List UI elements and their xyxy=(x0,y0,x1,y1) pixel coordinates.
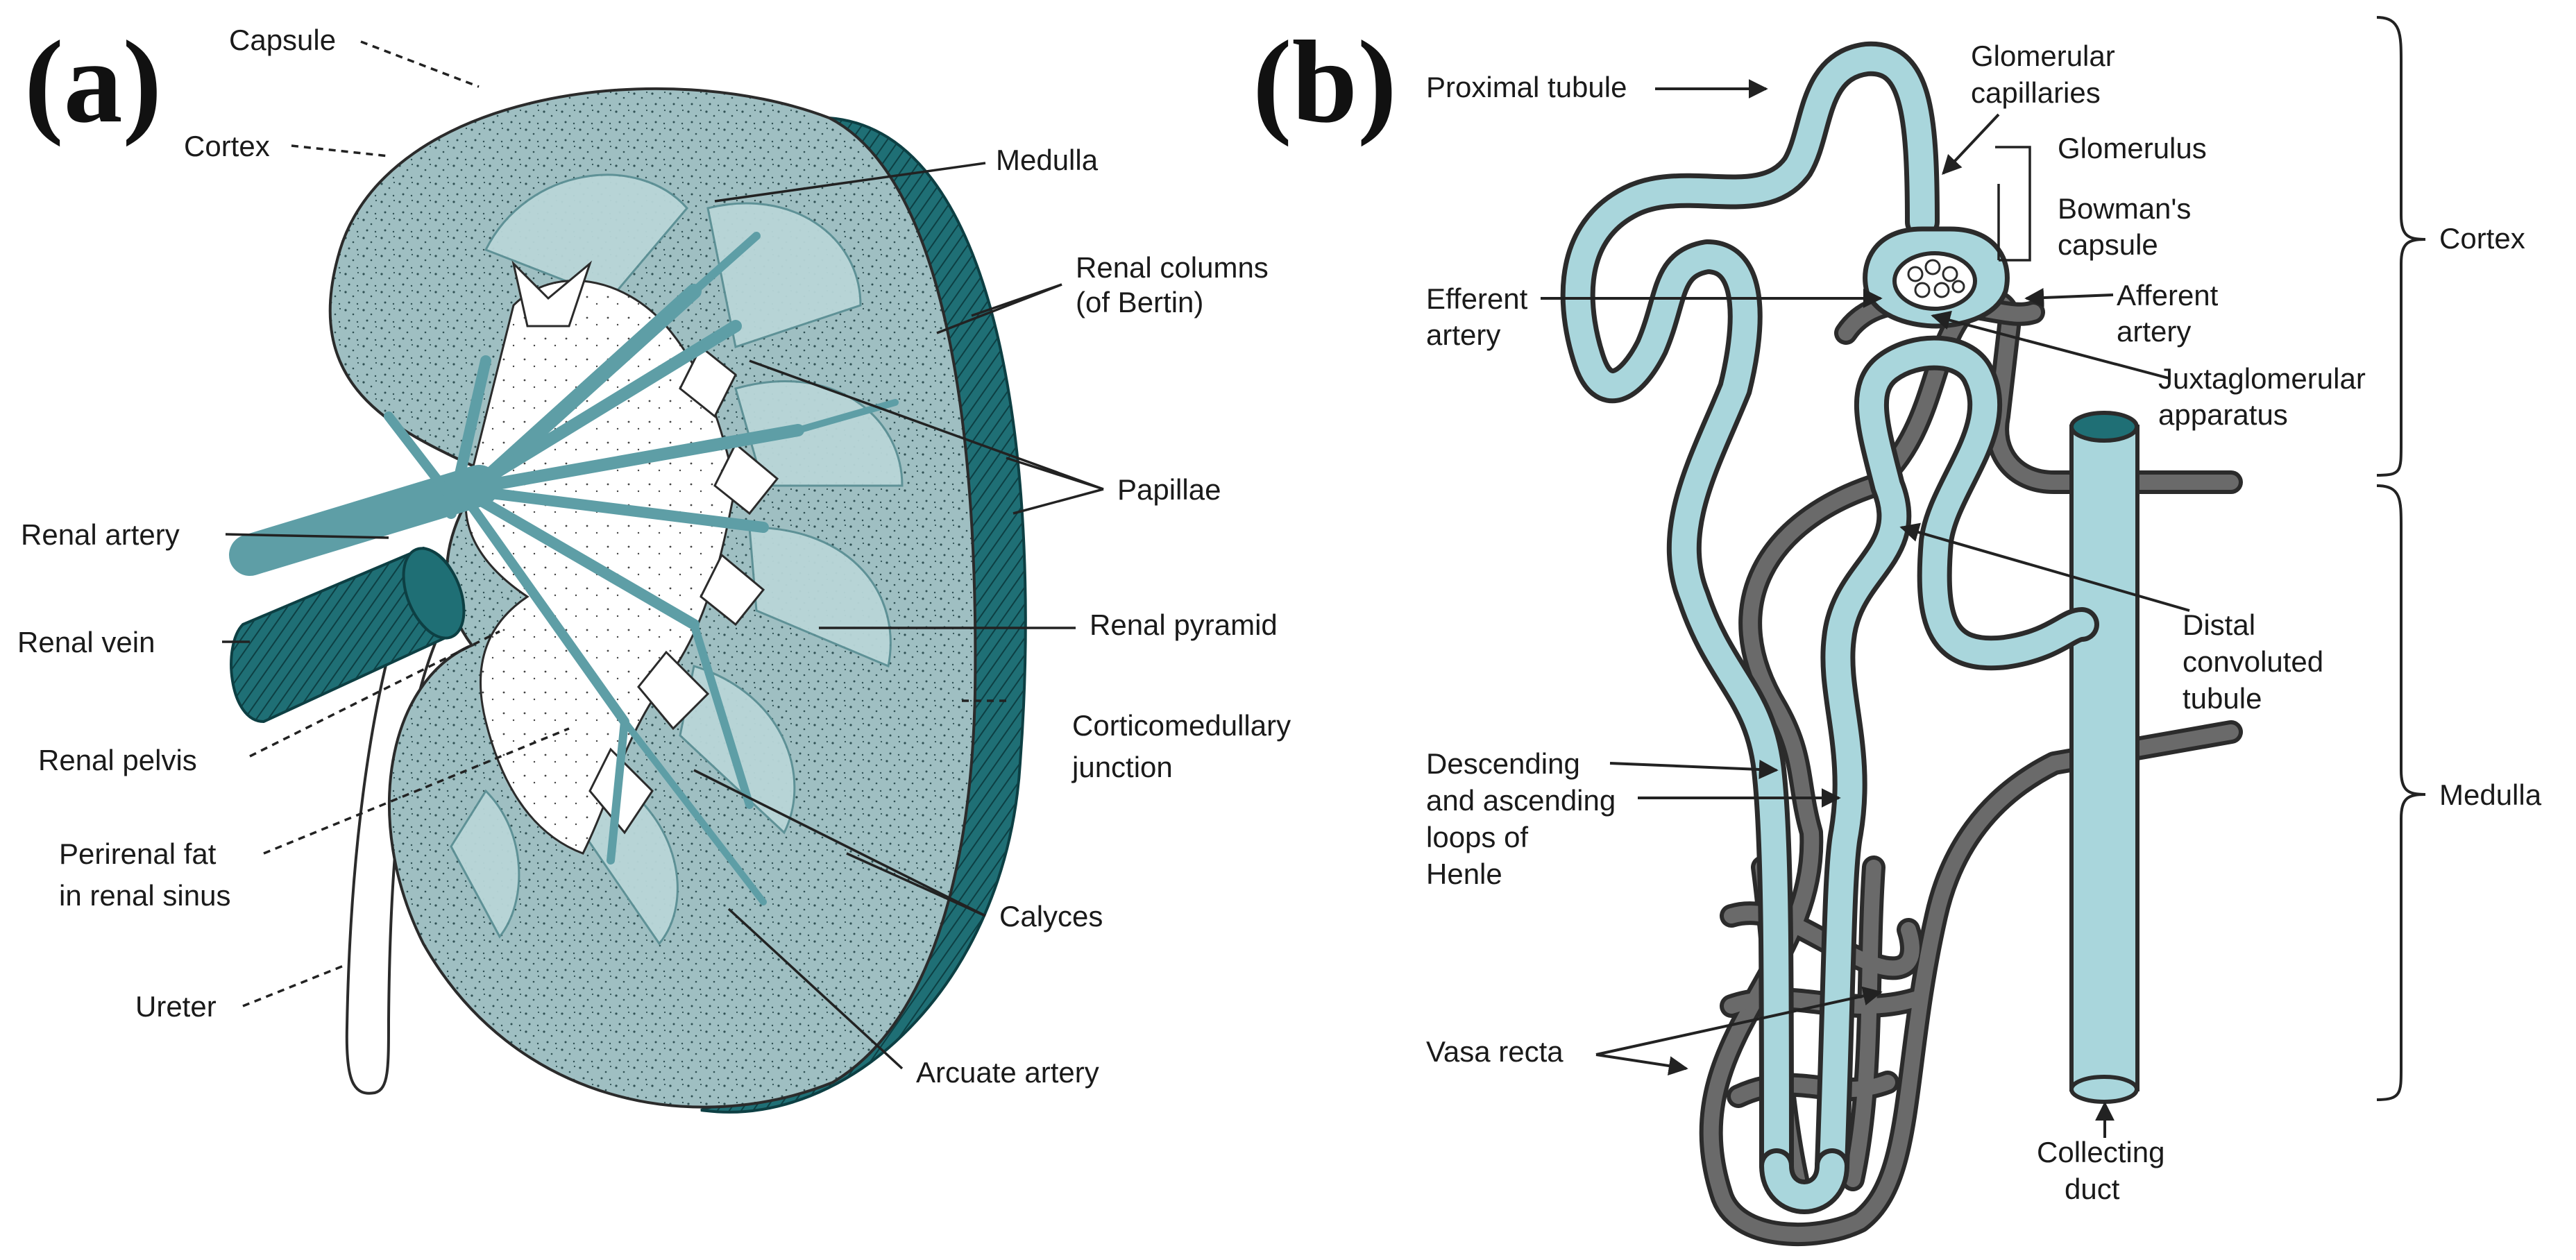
label-medulla: Medulla xyxy=(996,144,1099,176)
kidney-diagram: (a) xyxy=(17,17,1291,1114)
label-afferent-artery-1: Afferent xyxy=(2117,279,2219,312)
nephron-diagram: (b) xyxy=(1253,16,2542,1247)
label-cortex: Cortex xyxy=(184,130,270,162)
label-distal-1: Distal xyxy=(2183,608,2255,641)
region-label-cortex: Cortex xyxy=(2439,222,2525,255)
label-renal-vein: Renal vein xyxy=(17,626,155,658)
region-label-medulla: Medulla xyxy=(2439,778,2542,811)
label-renal-columns-1: Renal columns xyxy=(1076,251,1269,284)
label-collecting-duct-2: duct xyxy=(2065,1173,2120,1205)
label-juxtaglomerular-2: apparatus xyxy=(2158,398,2288,431)
label-renal-columns-2: (of Bertin) xyxy=(1076,286,1203,318)
label-efferent-artery-2: artery xyxy=(1426,318,1500,351)
label-collecting-duct-1: Collecting xyxy=(2037,1136,2164,1168)
renal-pyramids xyxy=(450,173,904,946)
label-perirenal-fat-1: Perirenal fat xyxy=(59,837,217,870)
label-renal-pelvis: Renal pelvis xyxy=(38,744,197,776)
label-distal-3: tubule xyxy=(2183,682,2262,715)
nephron-labels: Proximal tubule Glomerular capillaries G… xyxy=(1426,40,2366,1205)
glomerulus-shape xyxy=(1863,226,2010,329)
label-glomerular-capillaries-1: Glomerular xyxy=(1971,40,2115,72)
nephron-leader-lines xyxy=(1541,79,2190,1138)
label-calyces: Calyces xyxy=(999,900,1103,933)
panel-label-b: (b) xyxy=(1253,17,1397,147)
renal-vein-shape xyxy=(230,546,466,724)
label-renal-pyramid: Renal pyramid xyxy=(1090,608,1278,641)
label-loops-henle-3: loops of xyxy=(1426,821,1528,853)
cortex-brace xyxy=(2376,16,2426,477)
kidney-leader-lines xyxy=(222,40,1104,1070)
region-braces: Cortex Medulla xyxy=(2376,16,2542,1101)
label-proximal-tubule: Proximal tubule xyxy=(1426,71,1627,103)
label-ureter: Ureter xyxy=(135,990,217,1023)
label-bowmans-capsule-1: Bowman's xyxy=(2058,192,2191,225)
label-efferent-artery-1: Efferent xyxy=(1426,282,1528,315)
label-vasa-recta: Vasa recta xyxy=(1426,1035,1564,1068)
label-glomerular-capillaries-2: capillaries xyxy=(1971,76,2101,109)
label-loops-henle-1: Descending xyxy=(1426,747,1580,780)
label-arcuate-artery: Arcuate artery xyxy=(916,1056,1099,1089)
label-glomerulus: Glomerulus xyxy=(2058,132,2207,164)
label-juxtaglomerular-1: Juxtaglomerular xyxy=(2158,362,2366,395)
label-loops-henle-4: Henle xyxy=(1426,858,1502,890)
renal-artery-tree xyxy=(229,232,899,905)
calyces-shapes xyxy=(511,260,779,835)
nephron-tubule xyxy=(1560,41,2099,1214)
panel-label-a: (a) xyxy=(24,17,162,147)
label-distal-2: convoluted xyxy=(2183,645,2323,678)
label-afferent-artery-2: artery xyxy=(2117,315,2191,348)
label-capsule: Capsule xyxy=(229,24,336,56)
label-corticomedullary-2: junction xyxy=(1071,751,1173,783)
collecting-duct-shape xyxy=(2069,411,2139,1104)
medulla-brace xyxy=(2376,484,2426,1101)
label-bowmans-capsule-2: capsule xyxy=(2058,228,2158,261)
label-corticomedullary-1: Corticomedullary xyxy=(1072,709,1291,742)
label-papillae: Papillae xyxy=(1117,473,1221,506)
label-renal-artery: Renal artery xyxy=(21,518,180,551)
kidney-labels: Capsule Cortex Medulla Renal columns (of… xyxy=(17,24,1291,1089)
label-loops-henle-2: and ascending xyxy=(1426,784,1616,817)
label-perirenal-fat-2: in renal sinus xyxy=(59,879,230,912)
